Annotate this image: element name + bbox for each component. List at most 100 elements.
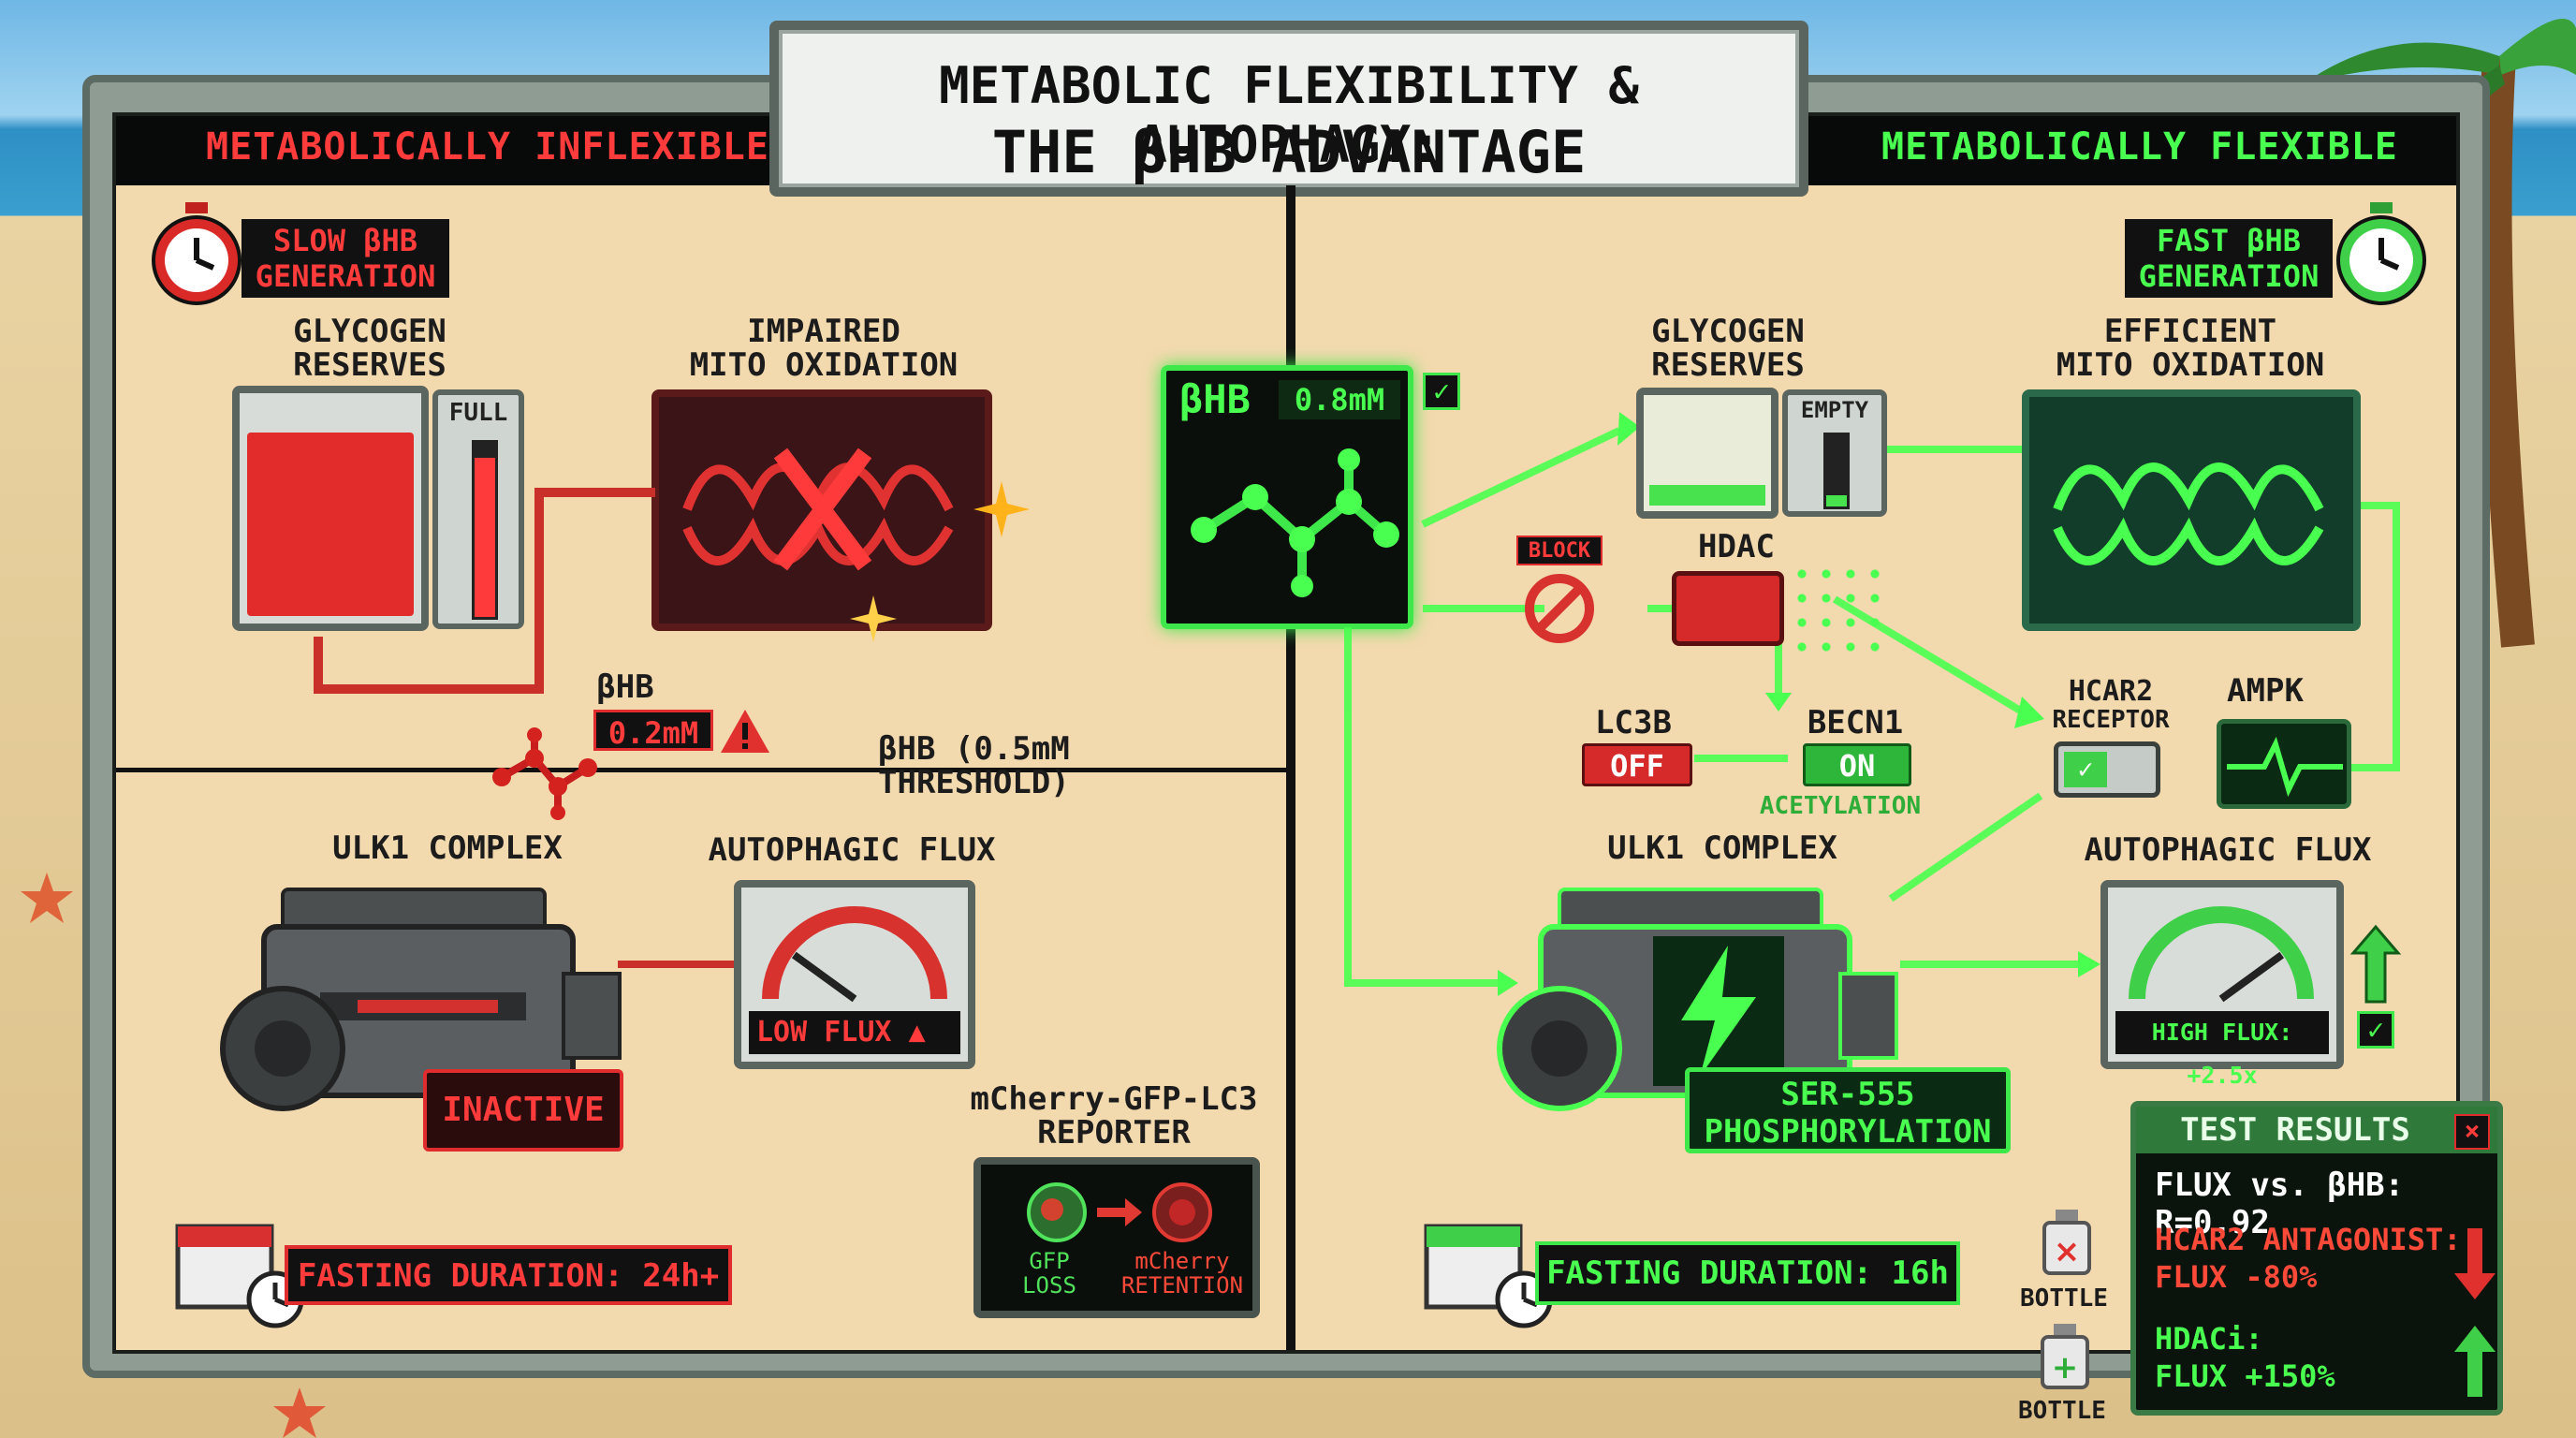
bhb-molecule-icon bbox=[492, 727, 597, 820]
test-results-window: TEST RESULTS × FLUX vs. βHB: R=0.92 HCAR… bbox=[2130, 1101, 2503, 1416]
right-ulk1-engine bbox=[1497, 888, 1898, 1111]
block-tag: BLOCK bbox=[1516, 536, 1603, 565]
result-hdaci: HDACi:FLUX +150% bbox=[2155, 1321, 2335, 1394]
spark-icon bbox=[973, 481, 1030, 537]
center-bhb-value: 0.8mM bbox=[1279, 380, 1400, 419]
result-hcar2-antagonist: HCAR2 ANTAGONIST:FLUX -80% bbox=[2155, 1222, 2462, 1295]
bottle-red-x-icon: × bbox=[2042, 1210, 2091, 1275]
efficient-mitochondria bbox=[2022, 389, 2361, 631]
becn1-label: BECN1 bbox=[1807, 704, 1904, 741]
low-flux-status: LOW FLUX ▲ bbox=[749, 1011, 960, 1054]
left-ulk1-engine bbox=[220, 888, 622, 1111]
hdac-label: HDAC bbox=[1698, 528, 1775, 565]
left-ulk1-wire bbox=[618, 961, 739, 968]
right-glycogen-tank bbox=[1636, 388, 1778, 519]
left-bhb-value: 0.2mM bbox=[593, 710, 713, 751]
hdac-enzyme bbox=[1672, 571, 1784, 646]
left-header: METABOLICALLY INFLEXIBLE bbox=[206, 125, 769, 169]
impaired-mitochondria bbox=[651, 389, 992, 631]
mcherry-cell-icon bbox=[1152, 1182, 1212, 1242]
test-results-title: TEST RESULTS bbox=[2180, 1111, 2410, 1149]
lc3b-label: LC3B bbox=[1595, 704, 1672, 741]
left-glycogen-gauge: FULL bbox=[432, 389, 524, 629]
bottle-label-2: BOTTLE bbox=[2018, 1397, 2106, 1425]
arrow-right-icon bbox=[1097, 1198, 1142, 1226]
arrow-up-icon bbox=[2349, 924, 2402, 1004]
hcar2-toggle: ✓ bbox=[2054, 741, 2160, 798]
starfish-icon bbox=[273, 1387, 326, 1438]
left-bhb-label: βHB bbox=[596, 668, 654, 706]
gauge-dial bbox=[2129, 906, 2314, 1003]
right-fasting-duration: FASTING DURATION: 16h bbox=[1535, 1241, 1960, 1305]
lightning-icon bbox=[1681, 946, 1756, 1077]
hdac-fragments bbox=[1790, 562, 1893, 665]
ampk-monitor bbox=[2217, 719, 2351, 809]
close-button[interactable]: × bbox=[2454, 1114, 2490, 1150]
left-flux-label: AUTOPHAGIC FLUX bbox=[708, 831, 996, 869]
title-banner: METABOLIC FLEXIBILITY & AUTOPHAGY: THE β… bbox=[769, 21, 1808, 197]
left-red-tube bbox=[314, 488, 655, 694]
calendar-clock-icon bbox=[175, 1224, 304, 1328]
title-line-2: THE βHB ADVANTAGE bbox=[991, 118, 1587, 186]
bottle-green-plus-icon: + bbox=[2041, 1324, 2089, 1389]
test-results-titlebar: TEST RESULTS × bbox=[2136, 1107, 2497, 1153]
gauge-dial bbox=[762, 906, 947, 1003]
left-ulk1-status: INACTIVE bbox=[423, 1069, 623, 1152]
right-flux-gauge: HIGH FLUX: +2.5x bbox=[2100, 880, 2344, 1089]
left-flux-gauge: LOW FLUX ▲ bbox=[734, 880, 975, 1069]
right-flux-label: AUTOPHAGIC FLUX bbox=[2084, 831, 2372, 869]
bhb-molecule-icon bbox=[1191, 448, 1399, 597]
bhb-threshold-label: βHB (0.5mM THRESHOLD) bbox=[878, 730, 1070, 801]
right-glycogen-gauge: EMPTY bbox=[1782, 389, 1887, 517]
left-fasting-duration: FASTING DURATION: 24h+ bbox=[285, 1245, 732, 1305]
right-ulk1-label: ULK1 COMPLEX bbox=[1607, 829, 1837, 867]
calendar-clock-icon bbox=[1424, 1224, 1553, 1328]
gauge-needle bbox=[791, 951, 857, 1003]
heartbeat-icon bbox=[2227, 736, 2343, 798]
gfp-cell-icon bbox=[1027, 1182, 1087, 1242]
stopwatch-icon bbox=[152, 202, 242, 305]
block-icon bbox=[1525, 574, 1594, 643]
arrow-up-icon bbox=[2454, 1326, 2496, 1397]
check-icon: ✓ bbox=[1423, 373, 1460, 410]
gauge-label-full: FULL bbox=[448, 399, 508, 427]
warning-icon: ▲ bbox=[908, 1016, 926, 1049]
left-glycogen-tank bbox=[232, 386, 429, 631]
ampk-label: AMPK bbox=[2227, 672, 2304, 710]
left-panel-divider bbox=[116, 768, 1286, 772]
center-bhb-molecule-panel: βHB 0.8mM bbox=[1161, 365, 1413, 629]
becn1-switch: ON bbox=[1803, 743, 1911, 786]
gauge-needle bbox=[2218, 951, 2285, 1003]
right-header: METABOLICALLY FLEXIBLE bbox=[1881, 125, 2398, 169]
result-correlation: FLUX vs. βHB: R=0.92 bbox=[2155, 1167, 2405, 1241]
spark-icon bbox=[850, 595, 897, 642]
svg-text:×: × bbox=[2054, 1233, 2081, 1270]
stopwatch-icon bbox=[2336, 202, 2426, 305]
high-flux-status: HIGH FLUX: +2.5x bbox=[2115, 1011, 2329, 1089]
center-divider bbox=[1286, 185, 1295, 1350]
arrow-down-icon bbox=[2454, 1228, 2496, 1299]
check-icon: ✓ bbox=[2357, 1011, 2394, 1049]
lc3b-switch: OFF bbox=[1582, 743, 1692, 786]
starfish-icon bbox=[21, 873, 73, 923]
center-bhb-label: βHB bbox=[1179, 376, 1251, 422]
gauge-label-empty: EMPTY bbox=[1800, 397, 1869, 423]
warning-icon bbox=[721, 710, 769, 753]
bottle-label-1: BOTTLE bbox=[2020, 1284, 2108, 1313]
svg-text:+: + bbox=[2052, 1349, 2079, 1387]
acetylation-label: ACETYLATION bbox=[1759, 792, 1922, 820]
title-line-1: METABOLIC FLEXIBILITY & AUTOPHAGY: bbox=[939, 56, 1639, 174]
